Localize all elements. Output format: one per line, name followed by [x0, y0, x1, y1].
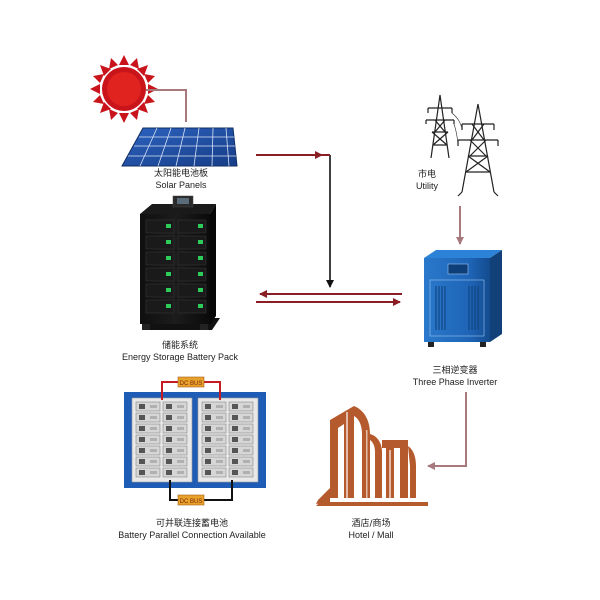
solar-panels-label-en: Solar Panels [155, 180, 207, 190]
sun-icon [90, 55, 158, 123]
inverter-label: 三相逆变器 Three Phase Inverter [413, 366, 498, 388]
battery-pack-label-cn: 储能系统 [161, 341, 198, 351]
battery-pack-label-en: Energy Storage Battery Pack [121, 352, 239, 362]
inverter-label-en: Three Phase Inverter [412, 377, 498, 387]
battery-pack-label: 储能系统 Energy Storage Battery Pack [122, 341, 238, 363]
solar-panels-label-cn: 太阳能电池板 [153, 169, 209, 179]
hotel-label-cn: 酒店/商场 [351, 519, 391, 529]
solar-panels-label: 太阳能电池板 Solar Panels [154, 169, 208, 191]
battery-rack-icon: DC BUS DC BUS [124, 376, 266, 506]
battery-cabinet-icon [140, 195, 220, 330]
parallel-label-en: Battery Parallel Connection Available [118, 530, 266, 540]
utility-label: 市电 Utility [416, 170, 438, 192]
parallel-label-cn: 可并联连接蓄电池 [155, 519, 228, 529]
utility-label-cn: 市电 [417, 170, 436, 180]
solar-panel-icon [121, 127, 238, 167]
power-tower-icon [425, 94, 499, 197]
sun-to-panel-connector [146, 89, 187, 122]
dc-bus-bottom-label: DC BUS [180, 499, 203, 505]
utility-label-en: Utility [416, 181, 438, 191]
inverter-to-hotel-arrow [427, 392, 467, 470]
dc-bus-top-label: DC BUS [180, 381, 203, 387]
building-icon [316, 406, 428, 506]
hotel-label-en: Hotel / Mall [348, 530, 394, 540]
inverter-cabinet-icon [424, 250, 502, 347]
inverter-label-cn: 三相逆变器 [432, 366, 478, 376]
parallel-label: 可并联连接蓄电池 Battery Parallel Connection Ava… [118, 519, 265, 541]
hotel-label: 酒店/商场 Hotel / Mall [348, 519, 393, 541]
